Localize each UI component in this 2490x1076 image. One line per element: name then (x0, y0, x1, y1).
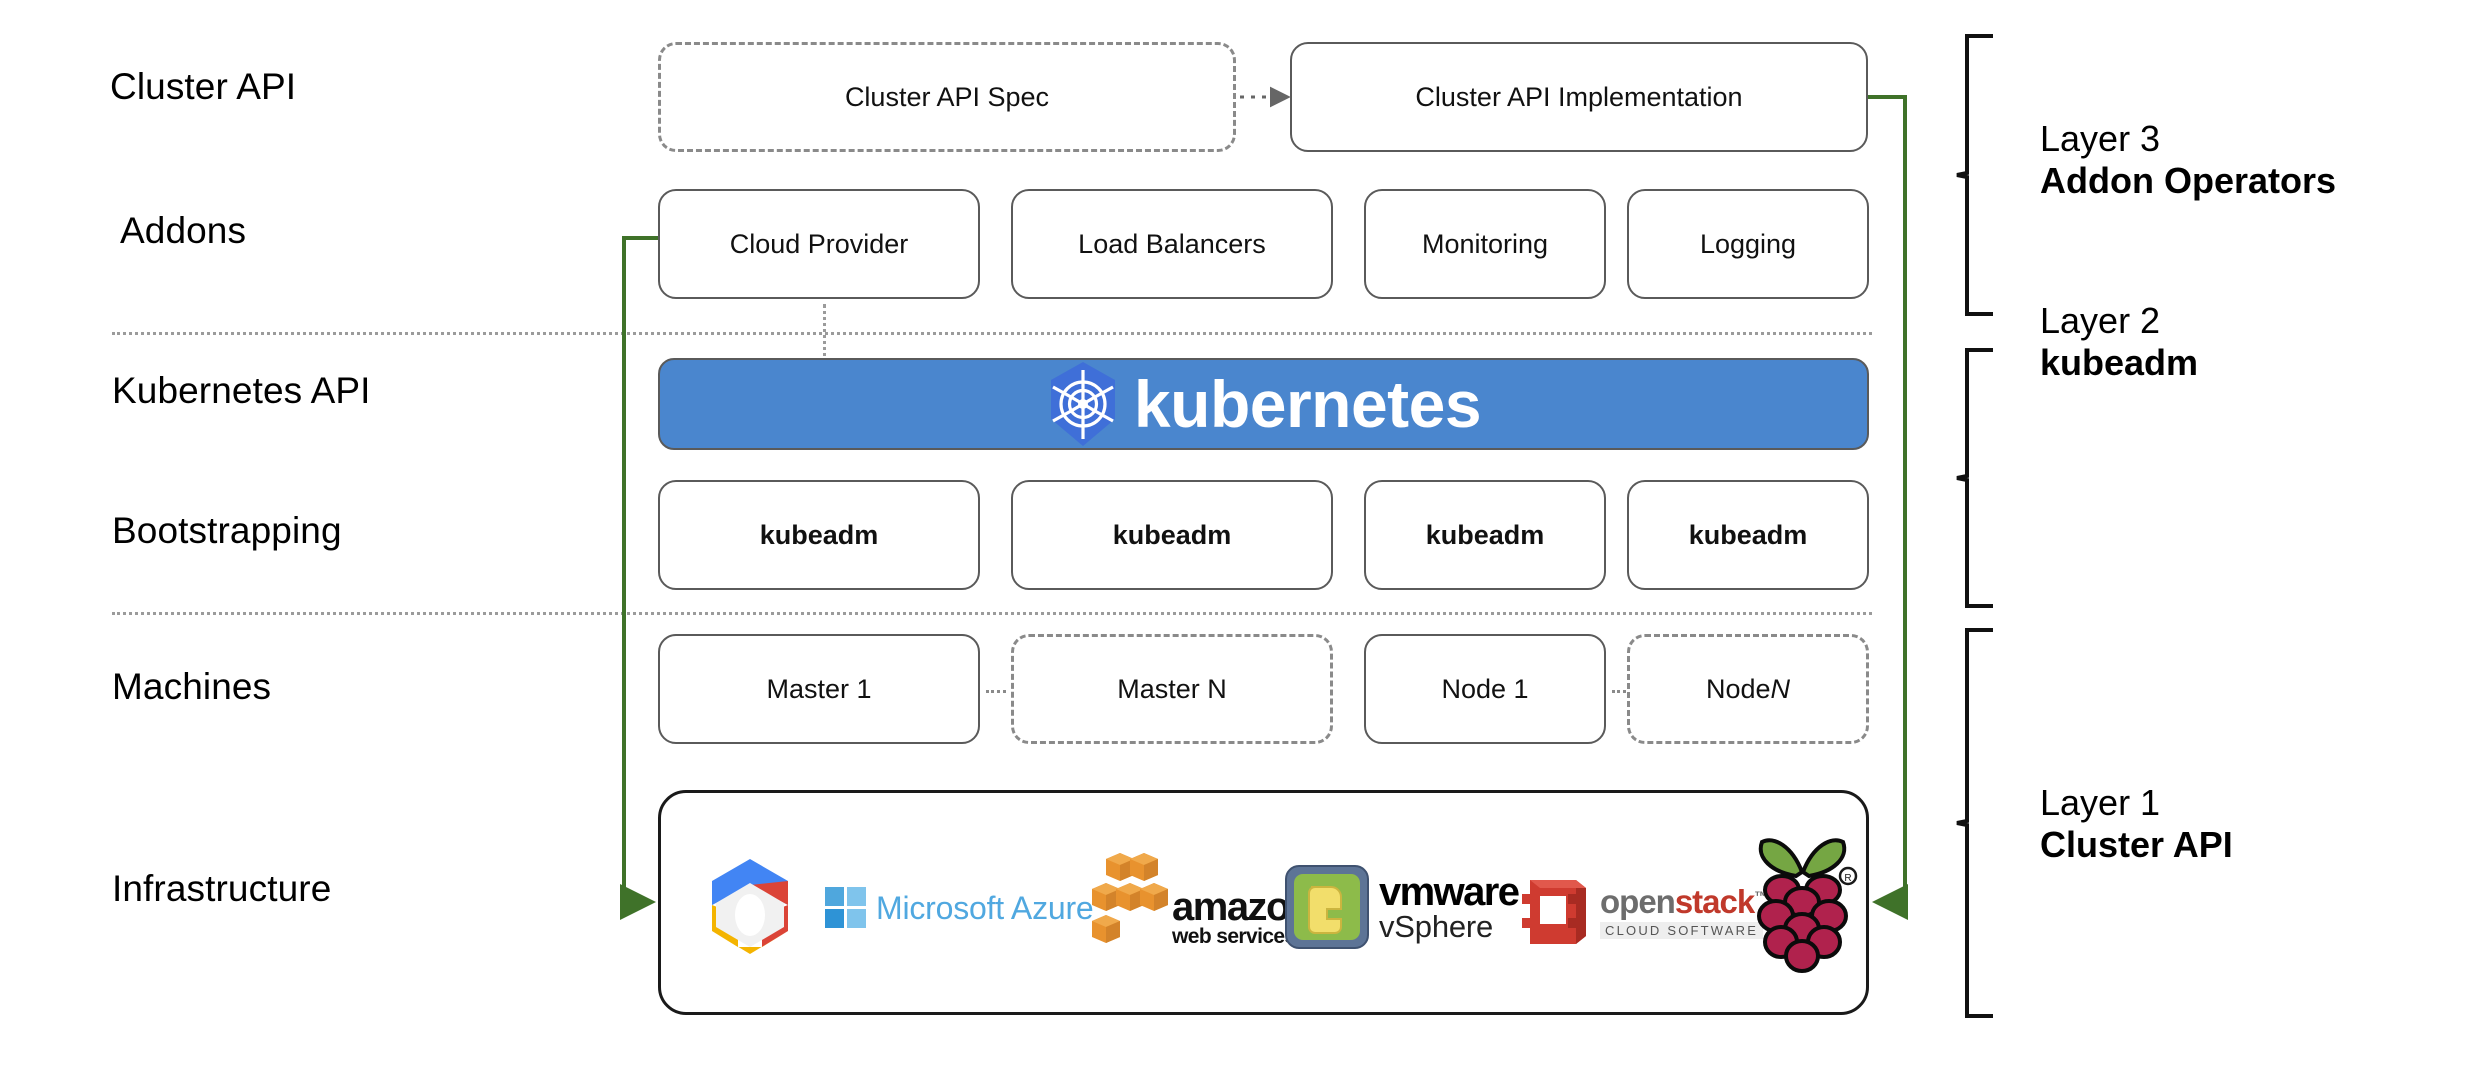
box-cloud-provider-label: Cloud Provider (729, 228, 909, 259)
layer-1-bracket (1956, 628, 1993, 1018)
layer-separator-bottom (112, 612, 1872, 615)
machines-ellipsis-left (986, 690, 1006, 693)
box-monitoring[interactable]: Monitoring (1364, 189, 1606, 299)
layer-2-bracket (1956, 348, 1993, 608)
layer-3-number: Layer 3 (2040, 118, 2161, 159)
openstack-logo: openstack™ CLOUD SOFTWARE (1520, 862, 1770, 962)
row-label-machines: Machines (112, 666, 272, 707)
box-node-1[interactable]: Node 1 (1364, 634, 1606, 744)
box-node-n-label: Node (1705, 673, 1771, 704)
layer-2-number: Layer 2 (2040, 300, 2161, 341)
openstack-wordmark-stack: stack (1674, 883, 1755, 920)
vsphere-wordmark: vSphere (1379, 908, 1494, 944)
layer-2-name: kubeadm (2040, 342, 2199, 384)
kubernetes-helm-wheel-logo (1046, 361, 1120, 447)
box-kubeadm-1[interactable]: kubeadm (658, 480, 980, 590)
box-kubeadm-2[interactable]: kubeadm (1011, 480, 1333, 590)
row-label-bootstrapping: Bootstrapping (112, 510, 342, 551)
cloud-provider-to-infrastructure-arrow (620, 236, 658, 920)
layer-1-caption: Layer 1 Cluster API (2040, 782, 2233, 867)
box-node-n[interactable]: Node N (1627, 634, 1869, 744)
kubernetes-wordmark: kubernetes (1133, 367, 1482, 441)
vmware-wordmark: vmware (1379, 869, 1520, 914)
layer-1-number: Layer 1 (2040, 782, 2161, 823)
box-node-1-label: Node 1 (1441, 673, 1529, 704)
raspberry-pi-logo: R (1740, 828, 1865, 978)
box-master-n[interactable]: Master N (1011, 634, 1333, 744)
amazon-web-services-wordmark-bottom: web services (1172, 924, 1296, 948)
cloud-provider-to-kubernetes-connector (823, 304, 826, 364)
box-master-1[interactable]: Master 1 (658, 634, 980, 744)
row-label-addons: Addons (120, 210, 247, 251)
box-kubeadm-4[interactable]: kubeadm (1627, 480, 1869, 590)
box-kubeadm-3-label: kubeadm (1425, 519, 1545, 550)
box-logging[interactable]: Logging (1627, 189, 1869, 299)
svg-text:R: R (1844, 873, 1851, 884)
box-monitoring-label: Monitoring (1421, 228, 1549, 259)
cluster-api-implementation-to-infrastructure-arrow (1868, 95, 1908, 920)
box-node-n-italic-suffix: N (1770, 673, 1791, 704)
box-cloud-provider[interactable]: Cloud Provider (658, 189, 980, 299)
microsoft-azure-logo: Microsoft Azure (825, 880, 1125, 936)
layer-3-name: Addon Operators (2040, 160, 2337, 202)
box-load-balancers-label: Load Balancers (1078, 228, 1266, 259)
kubernetes-api-bar[interactable]: kubernetes (658, 358, 1869, 450)
layer-3-bracket (1956, 34, 1993, 316)
layer-separator-top (112, 332, 1872, 335)
layer-2-caption: Layer 2 kubeadm (2040, 300, 2198, 385)
box-kubeadm-3[interactable]: kubeadm (1364, 480, 1606, 590)
microsoft-azure-label: Microsoft Azure (876, 889, 1094, 926)
layer-1-name: Cluster API (2040, 824, 2233, 866)
box-master-1-label: Master 1 (766, 673, 872, 704)
box-cluster-api-spec-label: Cluster API Spec (844, 81, 1050, 112)
box-kubeadm-2-label: kubeadm (1112, 519, 1232, 550)
google-cloud-platform-logo (700, 855, 800, 960)
row-label-cluster-api: Cluster API (110, 66, 297, 107)
box-load-balancers[interactable]: Load Balancers (1011, 189, 1333, 299)
openstack-wordmark-open: open (1600, 883, 1676, 920)
vmware-vsphere-logo: vmware vSphere (1285, 852, 1535, 962)
box-kubeadm-4-label: kubeadm (1688, 519, 1808, 550)
machines-ellipsis-right (1612, 690, 1632, 693)
box-cluster-api-spec[interactable]: Cluster API Spec (658, 42, 1236, 152)
box-logging-label: Logging (1699, 228, 1797, 259)
box-kubeadm-1-label: kubeadm (759, 519, 879, 550)
layer-3-caption: Layer 3 Addon Operators (2040, 118, 2336, 203)
row-label-kubernetes-api: Kubernetes API (112, 370, 371, 411)
row-label-infrastructure: Infrastructure (112, 868, 332, 909)
box-cluster-api-implementation-label: Cluster API Implementation (1415, 81, 1743, 112)
box-cluster-api-implementation[interactable]: Cluster API Implementation (1290, 42, 1868, 152)
box-master-n-label: Master N (1117, 673, 1227, 704)
openstack-tagline: CLOUD SOFTWARE (1600, 922, 1764, 939)
